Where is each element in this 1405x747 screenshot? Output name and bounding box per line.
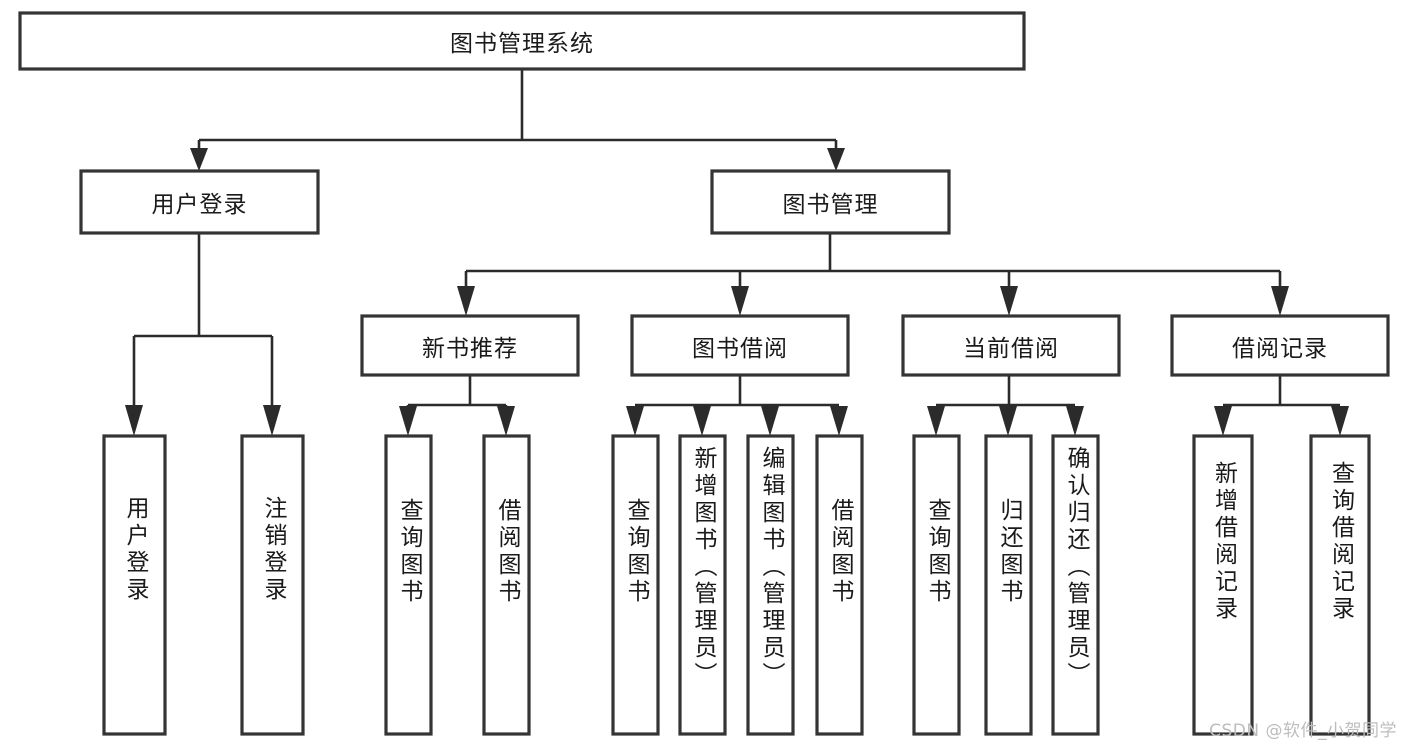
arrow-to-nb-query-book [399,406,417,436]
node-box-new-book-rec[interactable] [360,314,580,377]
arrow-to-bb-borrow-book [830,406,848,436]
arrow-to-current-borrow [1000,286,1018,316]
arrow-to-leaf-user-login [125,405,143,436]
arrow-to-leaf-logout [263,405,281,436]
arrow-to-br-query-record [1331,406,1349,436]
node-box-leaf-nb-borrow-book[interactable] [482,434,531,736]
node-box-leaf-bb-borrow-book[interactable] [815,434,864,736]
arrow-to-cb-return-book [999,406,1017,436]
node-box-book-manage[interactable] [710,169,951,235]
node-box-current-borrow[interactable] [901,314,1121,377]
node-box-leaf-user-login[interactable] [102,434,167,736]
arrow-to-book-manage [827,148,845,171]
node-box-book-borrow[interactable] [630,314,850,377]
connector-group-bookborrow-to-leaves [626,375,848,436]
node-box-user-login[interactable] [79,169,320,235]
node-box-borrow-record[interactable] [1170,314,1390,377]
node-box-leaf-br-query-record[interactable] [1309,434,1371,736]
connector-group-borrowrecord-to-leaves [1214,375,1349,436]
node-box-leaf-logout[interactable] [240,434,305,736]
node-box-leaf-bb-query-book[interactable] [611,434,660,736]
connector-group-currentborrow-to-leaves [927,375,1084,436]
arrow-to-cb-confirm-return [1066,406,1084,436]
node-box-root[interactable] [18,11,1026,71]
node-box-leaf-cb-query-book[interactable] [912,434,961,736]
node-box-leaf-bb-edit-book[interactable] [746,434,795,736]
arrow-to-nb-borrow-book [497,406,515,436]
node-box-leaf-br-add-record[interactable] [1192,434,1254,736]
node-box-leaf-bb-add-book[interactable] [678,434,727,736]
connector-group-root-to-level2 [190,69,845,171]
node-box-leaf-cb-confirm-return[interactable] [1051,434,1100,736]
arrow-to-user-login [190,148,208,171]
connector-group-bookmanage-to-level3 [457,233,1289,316]
connector-group-userlogin-to-leaves [125,233,281,436]
arrow-to-cb-query-book [927,406,945,436]
arrow-to-bb-query-book [626,406,644,436]
arrow-to-bb-add-book [693,406,711,436]
arrow-to-bb-edit-book [761,406,779,436]
connector-group-newbook-to-leaves [399,375,515,436]
node-box-leaf-nb-query-book[interactable] [384,434,433,736]
arrow-to-br-add-record [1214,406,1232,436]
node-box-leaf-cb-return-book[interactable] [984,434,1033,736]
arrow-to-book-borrow [731,286,749,316]
arrow-to-borrow-record [1271,286,1289,316]
arrow-to-new-book-rec [457,286,475,316]
